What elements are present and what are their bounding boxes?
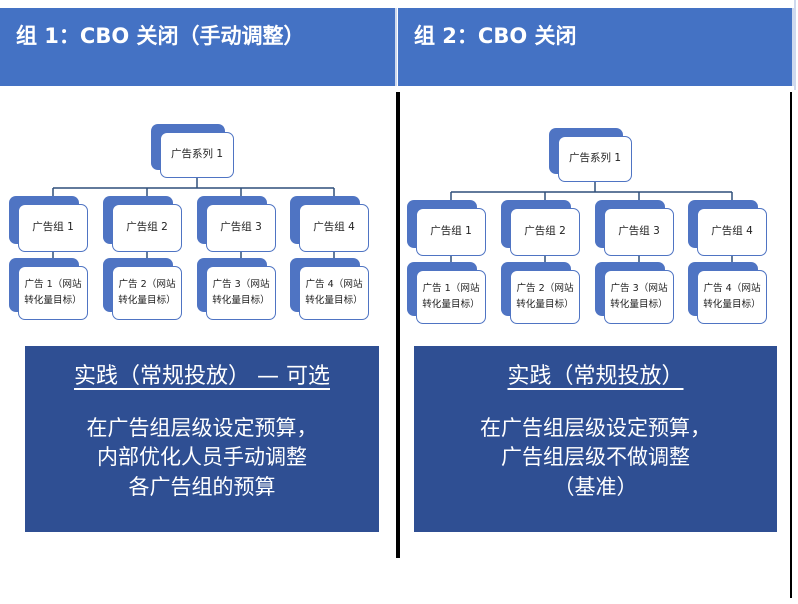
ad-label: 广告 2（网站转化量目标） (510, 270, 580, 324)
panel-2-org-chart: 广告系列 1 广告组 1 广告组 2 广告组 3 广告组 4 广告 1（网站转化… (407, 122, 786, 332)
description-line: 各广告组的预算 (128, 474, 276, 499)
ad-node-4: 广告 4（网站转化量目标） (290, 258, 369, 320)
ad-group-label: 广告组 4 (697, 208, 767, 256)
ad-group-label: 广告组 2 (112, 204, 182, 252)
ad-label: 广告 3（网站转化量目标） (604, 270, 674, 324)
ad-group-node-1: 广告组 1 (407, 200, 486, 256)
ad-label: 广告 1（网站转化量目标） (18, 266, 88, 320)
description-line: 内部优化人员手动调整 (97, 445, 307, 470)
ad-label: 广告 4（网站转化量目标） (299, 266, 369, 320)
campaign-node: 广告系列 1 (151, 124, 234, 178)
ad-group-label: 广告组 3 (604, 208, 674, 256)
panel-divider-line (396, 92, 400, 558)
ad-node-1: 广告 1（网站转化量目标） (407, 262, 486, 324)
ad-node-3: 广告 3（网站转化量目标） (595, 262, 674, 324)
right-edge-divider (794, 0, 796, 90)
ad-label: 广告 1（网站转化量目标） (416, 270, 486, 324)
ad-node-3: 广告 3（网站转化量目标） (197, 258, 276, 320)
ad-group-label: 广告组 3 (206, 204, 276, 252)
campaign-label: 广告系列 1 (160, 132, 234, 178)
ad-label: 广告 2（网站转化量目标） (112, 266, 182, 320)
description-line: 广告组层级不做调整 (501, 445, 690, 470)
ad-group-node-4: 广告组 4 (688, 200, 767, 256)
practice-title: 实践（常规投放） (507, 364, 684, 389)
ad-group-node-2: 广告组 2 (501, 200, 580, 256)
ad-group-label: 广告组 4 (299, 204, 369, 252)
ad-label: 广告 3（网站转化量目标） (206, 266, 276, 320)
campaign-label: 广告系列 1 (558, 136, 632, 182)
description-text: 在广告组层级设定预算， 内部优化人员手动调整 各广告组的预算 (25, 414, 379, 502)
ad-group-label: 广告组 1 (18, 204, 88, 252)
panel-1-header: 组 1：CBO 关闭（手动调整） (0, 8, 397, 86)
ad-label: 广告 4（网站转化量目标） (697, 270, 767, 324)
description-line: 在广告组层级设定预算， (86, 416, 318, 440)
ad-group-node-3: 广告组 3 (197, 196, 276, 252)
panel-2-header: 组 2：CBO 关闭 (398, 8, 794, 86)
ad-node-4: 广告 4（网站转化量目标） (688, 262, 767, 324)
right-border-line (790, 92, 792, 598)
ad-group-label: 广告组 1 (416, 208, 486, 256)
description-line: （基准） (553, 474, 638, 499)
description-line: 在广告组层级设定预算， (480, 416, 711, 440)
ad-node-2: 广告 2（网站转化量目标） (501, 262, 580, 324)
ad-group-label: 广告组 2 (510, 208, 580, 256)
panel-1-description-box: 实践（常规投放） — 可选 在广告组层级设定预算， 内部优化人员手动调整 各广告… (25, 346, 379, 532)
ad-group-node-2: 广告组 2 (103, 196, 182, 252)
description-text: 在广告组层级设定预算， 广告组层级不做调整 （基准） (414, 414, 777, 502)
ad-node-1: 广告 1（网站转化量目标） (9, 258, 88, 320)
ad-group-node-3: 广告组 3 (595, 200, 674, 256)
ad-node-2: 广告 2（网站转化量目标） (103, 258, 182, 320)
practice-title: 实践（常规投放） — 可选 (74, 364, 330, 389)
panel-2-description-box: 实践（常规投放） 在广告组层级设定预算， 广告组层级不做调整 （基准） (414, 346, 777, 532)
ad-group-node-4: 广告组 4 (290, 196, 369, 252)
campaign-node: 广告系列 1 (549, 128, 632, 182)
panel-1-org-chart: 广告系列 1 广告组 1 广告组 2 广告组 3 广告组 4 广告 1（网站转化… (9, 118, 388, 328)
ad-group-node-1: 广告组 1 (9, 196, 88, 252)
